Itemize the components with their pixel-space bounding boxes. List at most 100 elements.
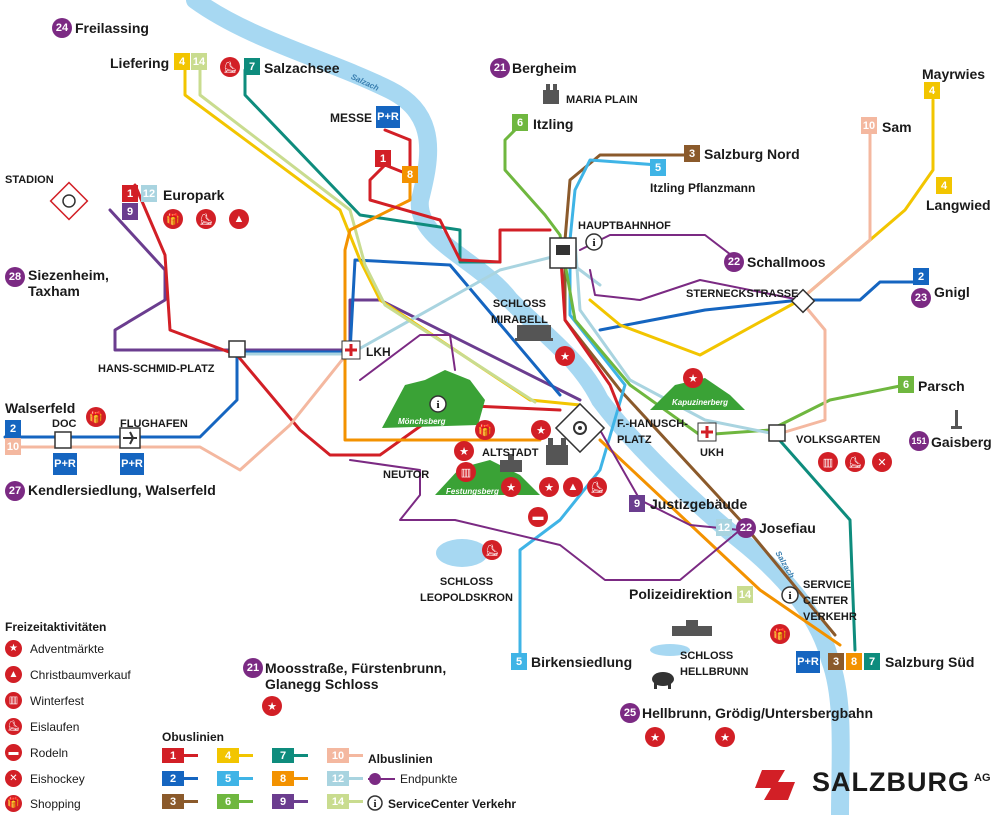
line-6-badge-parsch: 6: [898, 376, 914, 393]
adventmarkt-icon: ★: [5, 640, 22, 657]
line-8-badge-messe: 8: [402, 166, 418, 183]
label-salzburg-sued: Salzburg Süd: [885, 654, 975, 670]
winterfest-icon: ▥: [5, 692, 22, 709]
christbaum-icon: ▲: [229, 209, 249, 229]
line-5-path: [518, 158, 660, 662]
sterneckstrasse-node: [790, 288, 816, 314]
label-messe: MESSE: [330, 111, 373, 125]
albus-23-badge: 23: [911, 288, 931, 308]
line-5-badge-birken: 5: [511, 653, 527, 670]
line-7-path: [243, 68, 502, 264]
albus-151-badge: 151: [909, 431, 929, 451]
label-liefering: Liefering: [110, 55, 170, 71]
albus-22-josefiau-badge: 22: [736, 518, 756, 538]
legend-title: Freizeitaktivitäten: [5, 620, 107, 634]
label-neutor: NEUTOR: [383, 469, 430, 481]
label-moenchsberg: Mönchsberg: [398, 417, 446, 426]
legend-adventmarkte: ★Adventmärkte: [5, 640, 104, 657]
obus-legend-stroke-9: [294, 800, 308, 803]
adventmarkt-icon: ★: [501, 477, 521, 497]
albus-route-justiz: [599, 429, 741, 531]
svg-text:i: i: [592, 237, 595, 249]
obus-legend-stroke-4: [239, 754, 253, 757]
line-10-badge-walserfeld: 10: [5, 438, 21, 455]
label-itzling-pflanzmann: Itzling Pflanzmann: [650, 181, 756, 195]
line-8e-path: [598, 438, 842, 647]
label-polizeidirektion: Polizeidirektion: [629, 586, 733, 602]
albus-25-badge: 25: [620, 703, 640, 723]
adventmarkt-icon: ★: [683, 368, 703, 388]
label-hellbrunn: Hellbrunn, Grödig/Untersbergbahn: [642, 705, 874, 721]
pr-messe: P+R: [376, 106, 400, 128]
label-parsch: Parsch: [918, 378, 965, 394]
line-7-badge-salzachsee: 7: [244, 58, 260, 75]
shopping-icon: 🎁: [475, 420, 495, 440]
rodeln-icon: ▬: [528, 507, 548, 527]
albus-28-badge: 28: [5, 267, 25, 287]
maria-plain-icon: [543, 84, 559, 104]
shopping-icon: 🎁: [163, 209, 183, 229]
albus-route-schallmoos: [589, 269, 801, 301]
shopping-icon: 🎁: [770, 624, 790, 644]
line-2-path: [3, 258, 562, 439]
obus-legend-line-4: 4: [217, 748, 239, 763]
eislaufen-icon: ⛸: [587, 477, 607, 497]
label-altstadt: ALTSTADT: [482, 447, 539, 459]
label-schloss-hellbrunn: SCHLOSS HELLBRUNN: [680, 650, 749, 678]
line-2-badge-gnigl: 2: [913, 268, 929, 285]
svg-text:i: i: [788, 590, 791, 602]
obus-legend-line-14: 14: [327, 794, 349, 809]
line-6-badge-itzling: 6: [512, 114, 528, 131]
label-doc: DOC: [52, 418, 77, 430]
pr-flughafen: P+R: [120, 453, 144, 475]
svg-text:i: i: [374, 799, 377, 810]
line-1c-path: [558, 243, 622, 412]
label-bergheim: Bergheim: [512, 60, 577, 76]
rhino-icon: [652, 672, 674, 689]
line-14-path: [198, 68, 537, 404]
line-4-badge-langwied: 4: [936, 177, 952, 194]
label-sam: Sam: [882, 119, 912, 135]
brand-suffix: AG: [974, 771, 991, 784]
obus-legend-stroke-3: [184, 800, 198, 803]
obus-legend-stroke-2: [184, 777, 198, 780]
line-1-badge-europark: 1: [122, 185, 138, 202]
albus-legend-service: ServiceCenter Verkehr: [388, 797, 517, 811]
hans-schmid-platz-node: [228, 340, 246, 358]
label-flughafen: FLUGHAFEN: [120, 418, 188, 430]
line-8-path: [343, 173, 542, 442]
line-14-badge-polizei: 14: [737, 586, 753, 603]
info-icon-legend: [367, 795, 383, 811]
obus-legend-stroke-7: [294, 754, 308, 757]
legend-winterfest: ▥Winterfest: [5, 692, 84, 709]
obus-legend-stroke-5: [239, 777, 253, 780]
obus-legend-stroke-14: [349, 800, 363, 803]
label-salzachsee: Salzachsee: [264, 60, 340, 76]
label-langwied: Langwied: [926, 197, 991, 213]
football-icon: [62, 194, 76, 208]
label-volksgarten: VOLKSGARTEN: [796, 434, 881, 446]
albus-route-lkh: [359, 334, 456, 381]
legend-rodeln: ▬Rodeln: [5, 744, 68, 761]
svg-text:i: i: [436, 399, 439, 411]
leopoldskron-pond: [436, 539, 488, 567]
line-10-badge-sam: 10: [861, 117, 877, 134]
eislaufen-icon: ⛸: [196, 209, 216, 229]
label-siezenheim: Siezenheim, Taxham: [28, 267, 109, 299]
line-12c-path: [573, 238, 782, 437]
line-3-badge-sued: 3: [828, 653, 844, 670]
brand-name: SALZBURG: [812, 767, 970, 797]
albus-22-badge: 22: [724, 252, 744, 272]
christbaum-icon: ▲: [5, 666, 22, 683]
gaisberg-tower-icon: [951, 410, 962, 429]
adventmarkt-icon: ★: [531, 420, 551, 440]
volksgarten-node: [768, 424, 786, 442]
label-justizgebaeude: Justizgebäude: [650, 496, 748, 512]
line-8-badge-sued: 8: [846, 653, 862, 670]
label-hauptbahnhof: HAUPTBAHNHOF: [578, 220, 671, 232]
label-hanusch-platz: F.-HANUSCH- PLATZ: [617, 418, 688, 446]
adventmarkt-icon: ★: [555, 346, 575, 366]
albus-legend-dot: [369, 773, 381, 785]
adventmarkt-icon: ★: [645, 727, 665, 747]
schloss-mirabell-icon: [515, 325, 553, 341]
